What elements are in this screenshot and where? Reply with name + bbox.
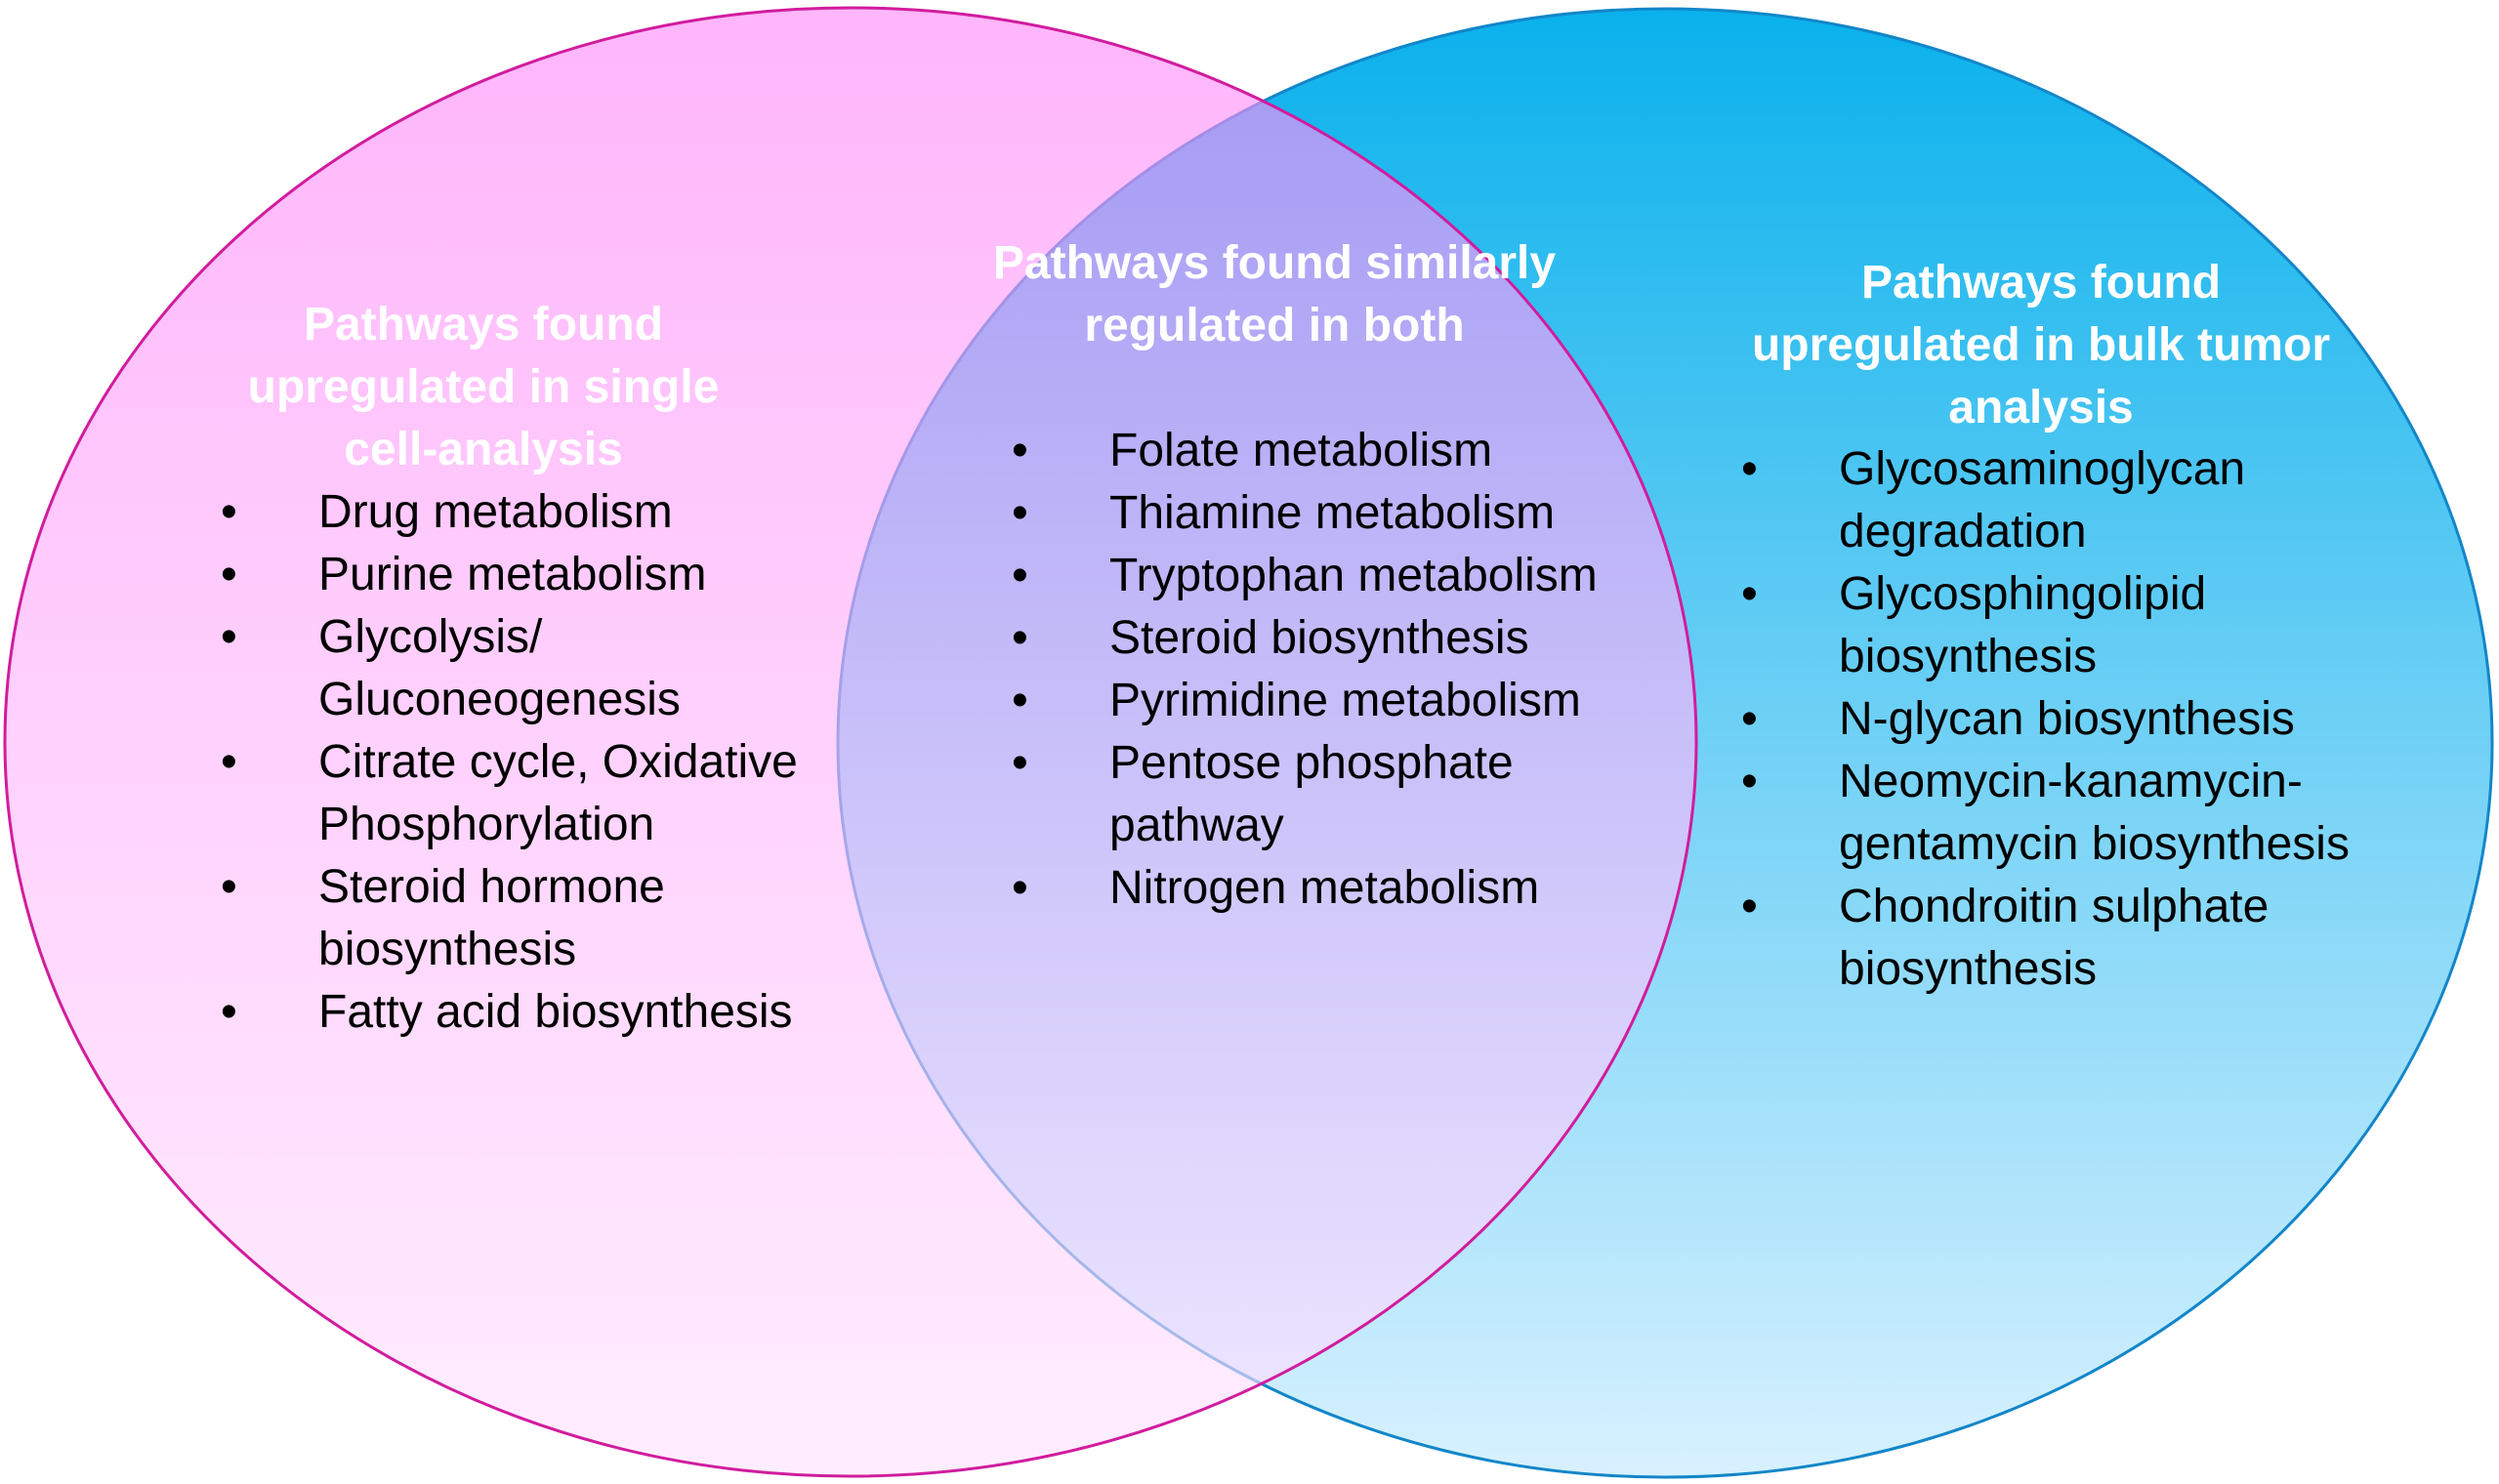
left-set-circle: [3, 6, 1698, 1478]
pathway-item: Citrate cycle, Oxidative Phosphorylation: [221, 731, 826, 856]
pathway-item: Steroid biosynthesis: [1012, 607, 1617, 670]
right-set-list: Glycosaminoglycan degradationGlycosphing…: [1741, 438, 2386, 1001]
pathway-item: Glycolysis/ Gluconeogenesis: [221, 606, 826, 731]
pathway-item: Drug metabolism: [221, 481, 826, 544]
pathway-item: Pyrimidine metabolism: [1012, 670, 1617, 732]
pathway-item: Steroid hormone biosynthesis: [221, 856, 826, 981]
pathway-item: Chondroitin sulphate biosynthesis: [1741, 876, 2386, 1001]
pathway-item: Tryptophan metabolism: [1012, 545, 1617, 607]
pathway-item: Nitrogen metabolism: [1012, 857, 1617, 920]
pathway-item: Glycosphingolipid biosynthesis: [1741, 563, 2386, 688]
pathway-item: Fatty acid biosynthesis: [221, 981, 826, 1044]
overlap-set-list: Folate metabolismThiamine metabolismTryp…: [1012, 420, 1617, 920]
pathway-item: Thiamine metabolism: [1012, 482, 1617, 545]
pathway-item: Glycosaminoglycan degradation: [1741, 438, 2386, 563]
pathway-item: Purine metabolism: [221, 544, 826, 606]
pathway-item: N-glycan biosynthesis: [1741, 688, 2386, 751]
right-set-title: Pathways found upregulated in bulk tumor…: [1751, 257, 2330, 433]
pathway-item: Folate metabolism: [1012, 420, 1617, 482]
overlap-set-title: Pathways found similarly regulated in bo…: [992, 237, 1557, 351]
pathway-item: Neomycin-kanamycin-gentamycin biosynthes…: [1741, 751, 2386, 876]
left-set-title: Pathways found upregulated in single cel…: [247, 299, 720, 475]
left-set-list: Drug metabolismPurine metabolismGlycolys…: [221, 481, 826, 1044]
pathway-item: Pentose phosphate pathway: [1012, 732, 1617, 857]
